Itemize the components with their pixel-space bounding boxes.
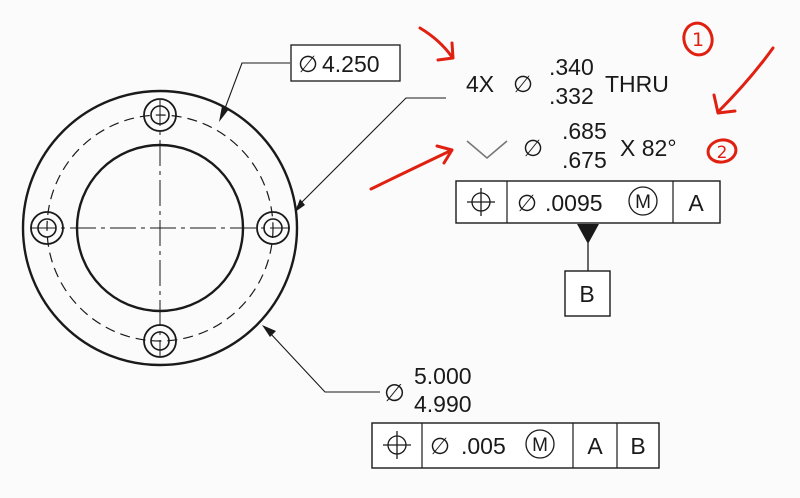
markup-arrow-3 [712, 46, 775, 115]
fcf-outer-diameter-symbol: ∅ [430, 433, 450, 459]
hole-diameter-lower: .332 [549, 83, 594, 109]
countersink-angle: X 82° [620, 135, 677, 161]
markup-circle-2 [706, 138, 738, 164]
leader-arrowheads [219, 106, 305, 337]
mmc-modifier-icon [628, 186, 658, 216]
markup-arrow-2 [369, 144, 454, 191]
hole-right [256, 211, 290, 245]
fcf-holes-diameter-symbol: ∅ [517, 190, 537, 216]
fcf-outer-datum-a: A [587, 433, 603, 459]
countersink-callout: ∅ .685 .675 X 82° [466, 118, 677, 173]
leader-hole-callout [296, 97, 446, 208]
hole-diameter-upper: .340 [549, 54, 594, 80]
fcf-holes: ∅ .0095 M A [455, 180, 721, 224]
leader-outer-dim [269, 332, 380, 393]
markup-number-2: 2 [717, 143, 728, 163]
basic-dimension: ∅ 4.250 [290, 44, 401, 82]
hole-left [30, 211, 64, 245]
hole-diameter-symbol: ∅ [513, 71, 533, 97]
outer-dim-diameter-symbol: ∅ [384, 380, 405, 407]
position-symbol-icon [467, 188, 495, 216]
outer-diameter-dimension: ∅ 5.000 4.990 [384, 363, 472, 417]
outer-dim-upper: 5.000 [414, 363, 472, 389]
countersink-diameter-lower: .675 [562, 147, 607, 173]
basic-dim-value: 4.250 [322, 51, 380, 77]
fcf-outer-modifier: M [532, 435, 548, 456]
markup-numbers: 1 2 [692, 29, 727, 163]
fcf-holes-tolerance: .0095 [545, 190, 603, 216]
fcf-holes-datum: A [688, 190, 704, 216]
red-markup [369, 21, 775, 191]
hole-top [143, 98, 177, 132]
mmc-modifier-icon [525, 429, 555, 459]
hole-bottom [143, 324, 177, 358]
part-view [21, 89, 299, 367]
hole-quantity: 4X [466, 71, 494, 97]
markup-number-1: 1 [692, 29, 704, 51]
datum-triangle-icon [577, 224, 599, 244]
markup-circle-1 [682, 21, 714, 57]
fcf-outer-tolerance: .005 [461, 433, 506, 459]
outer-circle [21, 89, 299, 367]
basic-dim-diameter-symbol: ∅ [298, 51, 318, 77]
arrowhead-basic-dim [219, 106, 229, 122]
datum-feature-symbol: B [564, 224, 611, 317]
countersink-diameter-upper: .685 [562, 118, 607, 144]
fcf-outer: ∅ .005 M A B [371, 422, 660, 469]
outer-dim-lower: 4.990 [414, 391, 472, 417]
leader-lines [223, 62, 446, 393]
arrowhead-hole-callout [295, 199, 305, 212]
markup-arrow-1 [418, 26, 455, 62]
hole-callout: 4X ∅ .340 .332 THRU [466, 54, 669, 109]
leader-basic-dim [223, 62, 290, 112]
position-symbol-icon [383, 431, 411, 459]
countersink-diameter-symbol: ∅ [523, 135, 543, 161]
countersink-symbol-icon [466, 140, 508, 160]
arrowhead-outer-dim [262, 325, 276, 337]
datum-feature-label: B [579, 281, 594, 307]
fcf-outer-datum-b: B [630, 433, 645, 459]
hole-thru-label: THRU [605, 71, 669, 97]
fcf-holes-modifier: M [635, 192, 651, 213]
